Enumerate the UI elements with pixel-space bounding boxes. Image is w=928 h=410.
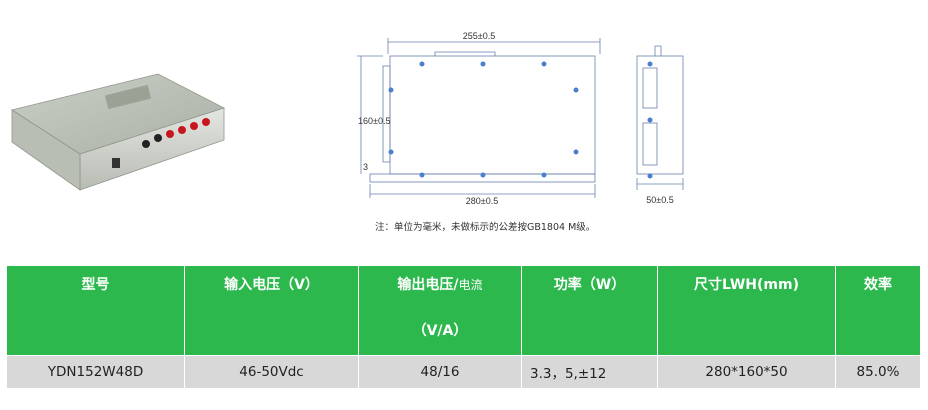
top-width-label: 255±0.5	[463, 31, 495, 41]
cell-input-voltage: 46-50Vdc	[184, 355, 359, 389]
header-input-voltage: 输入电压（V）	[184, 265, 359, 356]
cell-power: 3.3，5,±12	[521, 355, 658, 389]
header-power: 功率（W）	[521, 265, 658, 356]
header-row: 型号 输入电压（V） 输出电压/电流 （V/A） 功率（W） 尺寸LWH(mm)…	[6, 265, 921, 356]
cell-model: YDN152W48D	[6, 355, 185, 389]
table-row: YDN152W48D 46-50Vdc 48/16 3.3，5,±12 280*…	[6, 355, 921, 389]
header-output-current: 电流	[458, 278, 483, 292]
header-output-voltage: 输出电压/电流 （V/A）	[358, 265, 522, 356]
spec-table: 型号 输入电压（V） 输出电压/电流 （V/A） 功率（W） 尺寸LWH(mm)…	[6, 265, 921, 389]
header-model: 型号	[6, 265, 185, 356]
side-depth-label: 50±0.5	[646, 195, 673, 205]
cell-size: 280*160*50	[657, 355, 836, 389]
tolerance-note: 注：单位为毫米，未做标示的公差按GB1804 M级。	[375, 222, 596, 233]
cell-efficiency: 85.0%	[835, 355, 921, 389]
header-efficiency: 效率	[835, 265, 921, 356]
bottom-width-label: 280±0.5	[466, 196, 498, 206]
dimension-drawing: 255±0.5 280±0.5 160±0.5 3 50±0.5	[357, 31, 684, 206]
product-photo	[11, 73, 226, 191]
offset-label: 3	[363, 162, 368, 172]
front-panel-connectors	[142, 118, 210, 148]
cell-output: 48/16	[358, 355, 522, 389]
header-output-voltage-main: 输出电压/	[397, 277, 459, 293]
header-size: 尺寸LWH(mm)	[657, 265, 836, 356]
height-label: 160±0.5	[358, 116, 390, 126]
header-output-unit: （V/A）	[412, 323, 468, 339]
